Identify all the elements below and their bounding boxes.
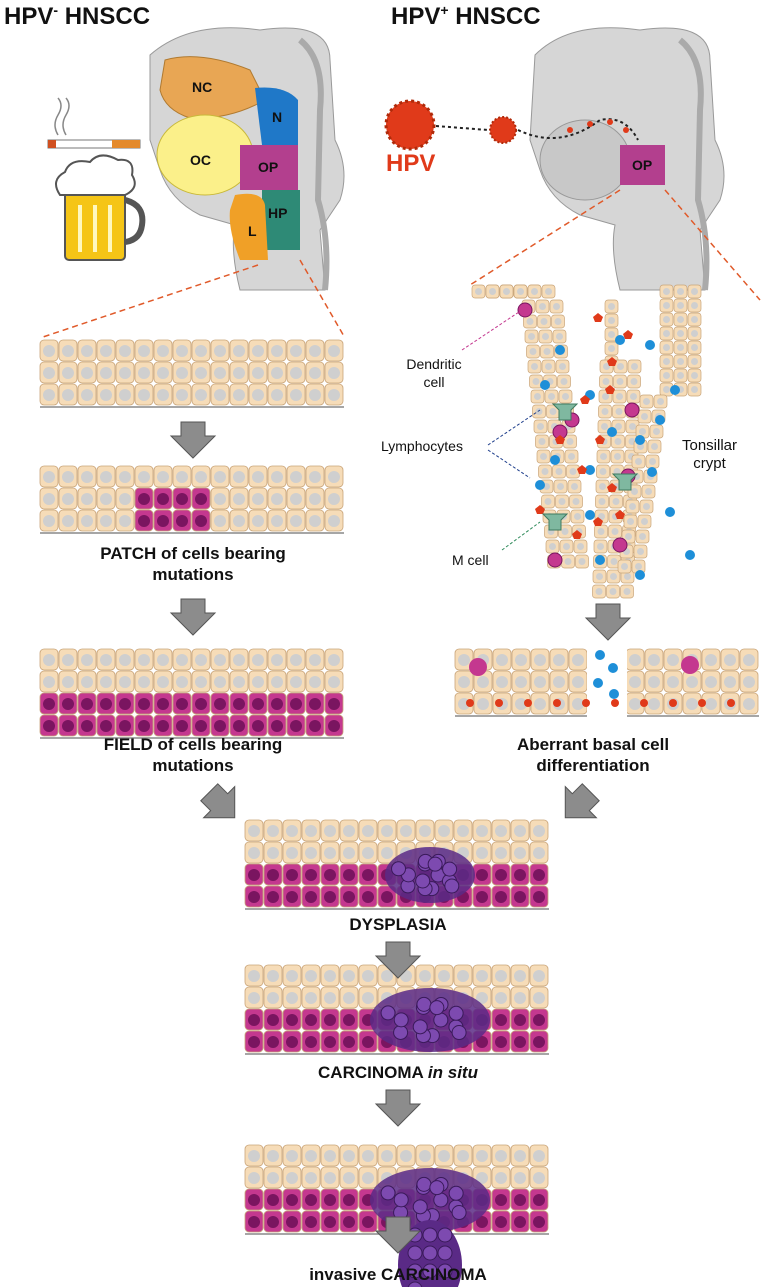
header-right-sup: + bbox=[440, 2, 449, 18]
invasive-carcinoma-epithelium bbox=[244, 1144, 549, 1287]
patch-line1: PATCH of cells bearing bbox=[100, 544, 286, 563]
arrow-down-3 bbox=[374, 941, 422, 979]
aberrant-line1: Aberrant basal cell bbox=[516, 735, 670, 754]
zoom-line-left-a bbox=[39, 264, 259, 339]
m-cell-leader bbox=[501, 521, 541, 551]
lymphocyte-leader-b bbox=[487, 449, 531, 479]
dysplasia-epithelium bbox=[244, 819, 549, 910]
tissue-layer bbox=[39, 339, 759, 1287]
hp-label: HP bbox=[268, 205, 287, 221]
dendritic-line1: Dendritic bbox=[406, 356, 462, 372]
header-left-base: HPV bbox=[4, 3, 54, 30]
arrow-layer bbox=[169, 421, 632, 1254]
left-head-anatomy: NC N OC OP HP L bbox=[149, 27, 345, 291]
aberrant-epithelium bbox=[454, 645, 759, 717]
cigarette-icon bbox=[47, 97, 141, 149]
arrow-down-right bbox=[584, 603, 632, 641]
field-line2: mutations bbox=[152, 756, 234, 775]
nasopharynx-region bbox=[255, 87, 298, 145]
hypopharynx-region bbox=[262, 190, 300, 250]
arrow-diag-left bbox=[200, 783, 236, 819]
tonsillar-crypt-label: Tonsillar crypt bbox=[682, 437, 737, 473]
header-right-rest: HNSCC bbox=[448, 3, 541, 30]
tonsillar-line1: Tonsillar bbox=[682, 437, 738, 454]
nc-label: NC bbox=[192, 79, 212, 95]
field-epithelium bbox=[39, 648, 344, 739]
patch-caption: PATCH of cells bearing mutations bbox=[40, 543, 346, 585]
tonsillar-crypt bbox=[471, 284, 702, 599]
dendritic-leader bbox=[461, 309, 523, 351]
arrow-down-5 bbox=[374, 1216, 422, 1254]
field-line1: FIELD of cells bearing bbox=[103, 735, 283, 754]
nasal-cavity-region bbox=[159, 56, 266, 119]
oropharynx-region bbox=[240, 145, 298, 190]
zoom-line-right-b bbox=[664, 189, 761, 301]
hpv-label: HPV bbox=[386, 150, 436, 177]
larynx-region bbox=[229, 193, 268, 260]
invasive-carcinoma-caption: invasive CARCINOMA bbox=[309, 1265, 487, 1284]
hpv-negative-header: HPV- HNSCC bbox=[4, 2, 150, 31]
zoom-line-left-b bbox=[299, 259, 346, 339]
carcinoma-in-situ-caption: CARCINOMA in situ bbox=[245, 1062, 551, 1083]
aberrant-line2: differentiation bbox=[536, 756, 650, 775]
aberrant-caption: Aberrant basal cell differentiation bbox=[440, 734, 746, 776]
oc-label: OC bbox=[190, 152, 211, 168]
header-left-rest: HNSCC bbox=[58, 3, 151, 30]
beer-mug-icon bbox=[55, 154, 146, 261]
patch-epithelium bbox=[39, 465, 344, 534]
cis-italic: in situ bbox=[427, 1063, 478, 1082]
hpv-virus-icon bbox=[384, 99, 639, 151]
op-label: OP bbox=[258, 159, 278, 175]
lymphocytes-label: Lymphocytes bbox=[381, 438, 463, 454]
m-cell-label: M cell bbox=[452, 552, 489, 568]
arrow-down-4 bbox=[374, 1089, 422, 1127]
n-label: N bbox=[272, 109, 282, 125]
cis-bold: CARCINOMA bbox=[318, 1063, 428, 1082]
header-right-base: HPV bbox=[391, 3, 441, 30]
normal-epithelium bbox=[39, 339, 344, 408]
arrow-diag-right bbox=[564, 783, 600, 819]
carcinoma-in-situ-epithelium bbox=[244, 964, 549, 1055]
lymphocyte-leader-a bbox=[487, 409, 541, 446]
field-caption: FIELD of cells bearing mutations bbox=[40, 734, 346, 776]
hpv-positive-header: HPV+ HNSCC bbox=[391, 2, 541, 31]
tonsillar-line2: crypt bbox=[693, 455, 726, 472]
arrow-down-1 bbox=[169, 421, 217, 459]
right-head-anatomy: OP bbox=[529, 27, 725, 291]
patch-line2: mutations bbox=[152, 565, 234, 584]
header-left-sup: - bbox=[53, 2, 59, 18]
dendritic-line2: cell bbox=[423, 374, 445, 390]
op-right-label: OP bbox=[632, 157, 652, 173]
arrow-down-2 bbox=[169, 598, 217, 636]
dendritic-cell-label: Dendritic cell bbox=[402, 355, 466, 391]
dysplasia-caption: DYSPLASIA bbox=[349, 915, 447, 934]
right-oropharynx-region bbox=[620, 145, 665, 185]
l-label: L bbox=[248, 223, 257, 239]
